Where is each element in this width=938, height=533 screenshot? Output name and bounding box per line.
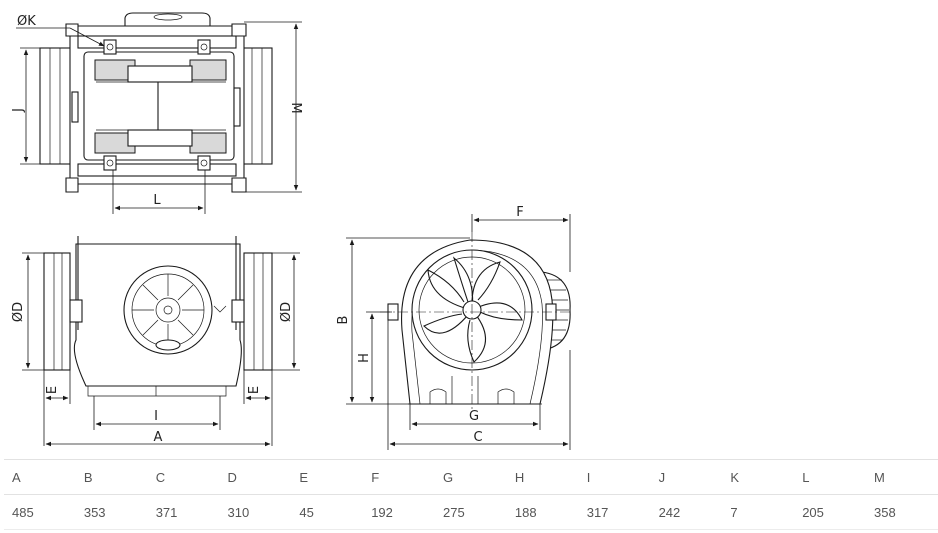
value-cell: 205 [794,494,867,530]
front-view [22,236,300,447]
label-k: ØK [17,14,36,29]
header-cell: B [75,459,148,495]
label-h: H [357,353,372,363]
value-cell: 353 [75,494,148,530]
header-cell: A [4,459,76,495]
value-cell: 7 [722,494,795,530]
label-g: G [469,409,479,424]
value-cell: 242 [650,494,723,530]
label-i: I [154,409,158,424]
table-value-row: 485 353 371 310 45 192 275 188 317 242 7… [4,494,938,530]
table-header-row: A B C D E F G H I J K L M [4,459,938,495]
label-c: C [473,430,482,445]
header-cell: C [147,459,220,495]
label-e-right: E [247,386,262,394]
value-cell: 275 [435,494,507,530]
label-l: L [153,193,161,208]
technical-drawing: ØK J M L [11,12,572,450]
header-cell: E [291,459,364,495]
label-d-right: ØD [279,302,294,322]
header-cell: L [794,459,867,495]
header-cell: G [435,459,507,495]
value-cell: 317 [578,494,651,530]
side-view [346,214,572,450]
header-cell: M [866,459,938,495]
value-cell: 358 [866,494,938,530]
label-j: J [11,108,26,113]
label-a: A [154,430,163,445]
label-b: B [336,316,351,325]
label-d-left: ØD [11,302,26,322]
header-cell: I [578,459,651,495]
value-cell: 192 [363,494,436,530]
top-view [16,12,302,214]
label-m: M [288,102,303,113]
value-cell: 485 [4,494,76,530]
value-cell: 310 [219,494,292,530]
label-e-left: E [45,386,60,394]
value-cell: 371 [147,494,220,530]
header-cell: H [506,459,579,495]
dimensions-table: A B C D E F G H I J K L M 485 353 371 31… [4,459,938,530]
header-cell: D [219,459,292,495]
header-cell: K [722,459,795,495]
value-cell: 45 [291,494,364,530]
header-cell: F [363,459,436,495]
header-cell: J [650,459,723,495]
label-f: F [516,205,523,220]
value-cell: 188 [506,494,579,530]
